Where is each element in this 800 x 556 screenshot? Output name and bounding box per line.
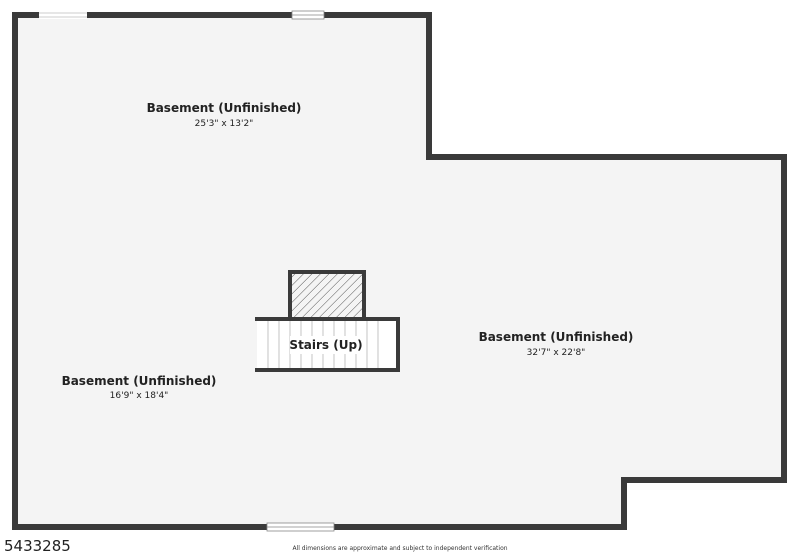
room-name-right: Basement (Unfinished) bbox=[479, 330, 634, 344]
window-top-right bbox=[291, 10, 325, 20]
room-dimensions-top-left: 25'3" x 13'2" bbox=[195, 119, 254, 129]
disclaimer-text: All dimensions are approximate and subje… bbox=[292, 545, 508, 552]
window-top-left bbox=[39, 11, 87, 19]
hatched-block bbox=[288, 270, 366, 321]
room-dimensions-right: 32'7" x 22'8" bbox=[527, 348, 586, 358]
stairs: Stairs (Up) bbox=[255, 317, 400, 372]
stairs-label: Stairs (Up) bbox=[289, 338, 362, 352]
listing-id: 5433285 bbox=[4, 537, 71, 555]
window-bottom bbox=[266, 522, 335, 532]
room-name-bottom-left: Basement (Unfinished) bbox=[62, 374, 217, 388]
room-name-top-left: Basement (Unfinished) bbox=[147, 101, 302, 115]
basement-walls bbox=[12, 12, 787, 530]
room-dimensions-bottom-left: 16'9" x 18'4" bbox=[110, 391, 169, 401]
